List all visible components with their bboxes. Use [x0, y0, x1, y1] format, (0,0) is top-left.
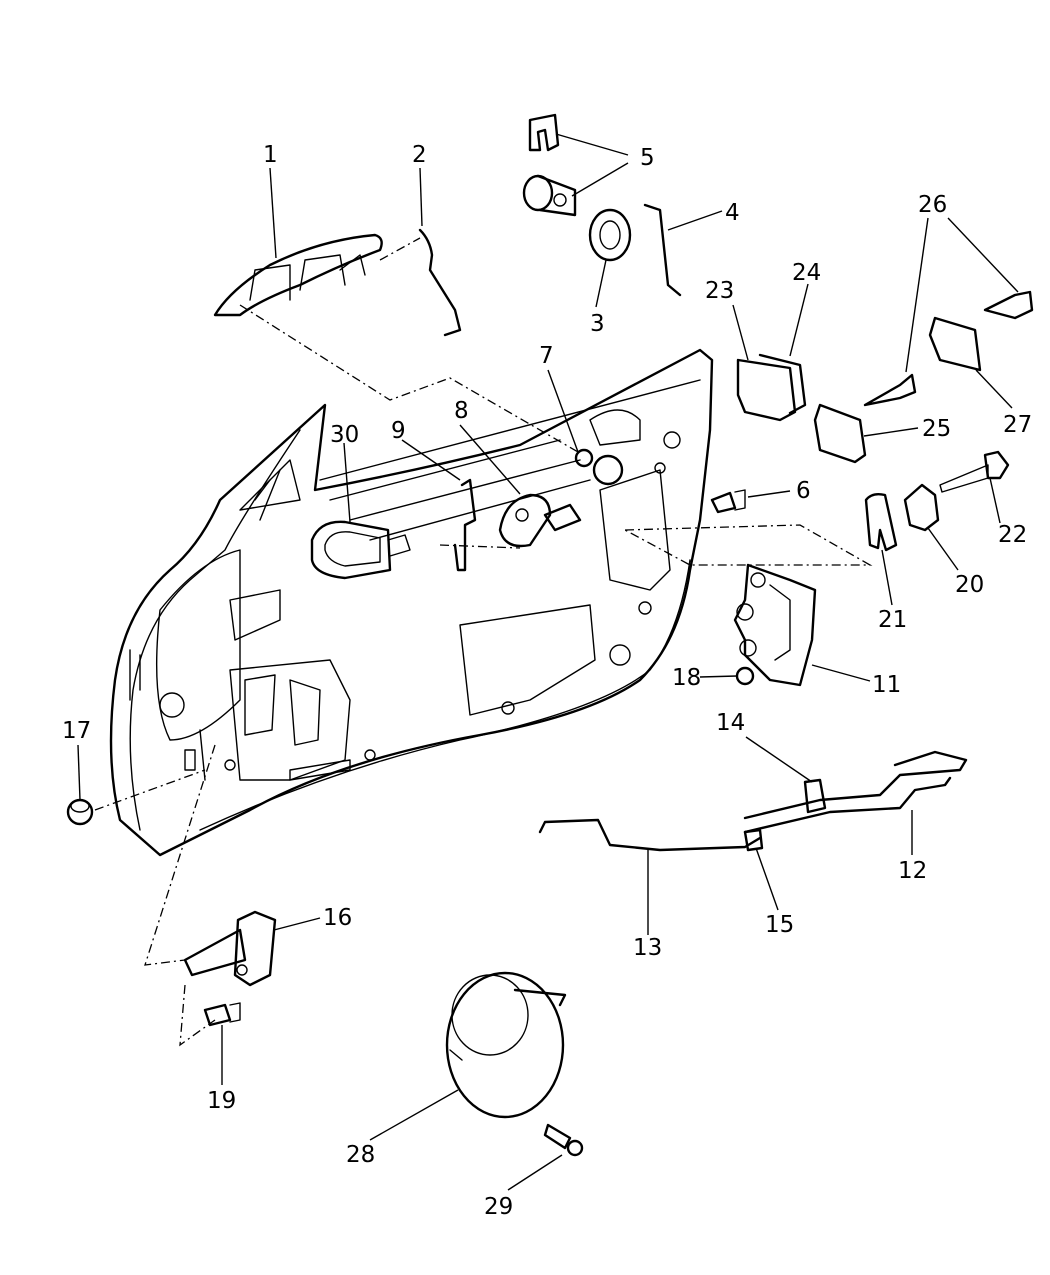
callout-29: 29 [484, 1194, 513, 1220]
callout-19: 19 [207, 1088, 236, 1114]
callout-15: 15 [765, 912, 794, 938]
leader-lines [77, 133, 1019, 1191]
callout-28: 28 [346, 1142, 375, 1168]
callout-5: 5 [640, 145, 655, 171]
callout-25: 25 [922, 416, 951, 442]
callout-12: 12 [898, 858, 927, 884]
pad-23 [736, 358, 797, 422]
bolt-6 [710, 489, 746, 514]
callout-4: 4 [725, 200, 740, 226]
callout-11: 11 [872, 672, 901, 698]
callout-3: 3 [590, 311, 605, 337]
callout-2: 2 [412, 142, 427, 168]
callout-13: 13 [633, 935, 662, 961]
callout-17: 17 [62, 718, 91, 744]
latch-rod-13 [538, 818, 762, 852]
rod-clip-15 [743, 828, 764, 852]
screw-26a [863, 373, 917, 407]
door-latch [733, 563, 817, 687]
plate-27 [928, 316, 982, 372]
screw-22 [939, 450, 1010, 493]
door-inner-panel [109, 348, 714, 857]
lock-control [498, 493, 582, 548]
striker-plate [903, 483, 940, 532]
lock-cylinder [522, 113, 577, 217]
callout-26: 26 [918, 192, 947, 218]
callout-14: 14 [716, 710, 745, 736]
callout-27: 27 [1003, 412, 1032, 438]
rod-clip-14 [803, 778, 827, 814]
screw-18 [735, 666, 755, 686]
plate-25 [813, 403, 867, 464]
callout-23: 23 [705, 278, 734, 304]
plug-17 [66, 798, 94, 826]
callout-8: 8 [454, 398, 469, 424]
shim-21 [864, 492, 898, 552]
callout-30: 30 [330, 422, 359, 448]
lock-bezel [588, 208, 632, 262]
callout-18: 18 [672, 665, 701, 691]
pad-24 [758, 353, 807, 415]
callout-22: 22 [998, 522, 1027, 548]
rod-clip [453, 478, 477, 572]
callout-numbers: 1 2 3 4 5 6 7 8 9 11 12 13 14 15 16 17 1… [62, 142, 1032, 1220]
screw-29 [543, 1123, 584, 1157]
handle-rod [418, 228, 462, 337]
screw-26b [983, 290, 1034, 320]
latch-rod-12 [743, 750, 968, 820]
grommet-7 [574, 448, 624, 486]
speaker [445, 971, 567, 1119]
callout-16: 16 [323, 905, 352, 931]
bolt-19 [203, 1002, 241, 1027]
inside-door-handle [310, 520, 411, 580]
callout-9: 9 [391, 418, 406, 444]
callout-24: 24 [792, 260, 821, 286]
callout-6: 6 [796, 478, 811, 504]
callout-21: 21 [878, 607, 907, 633]
latch-rod-12b [743, 776, 952, 834]
callout-7: 7 [539, 343, 554, 369]
callout-20: 20 [955, 572, 984, 598]
outside-door-handle [213, 233, 383, 317]
door-check [183, 910, 277, 987]
callout-1: 1 [263, 142, 278, 168]
lock-rod [643, 203, 682, 297]
